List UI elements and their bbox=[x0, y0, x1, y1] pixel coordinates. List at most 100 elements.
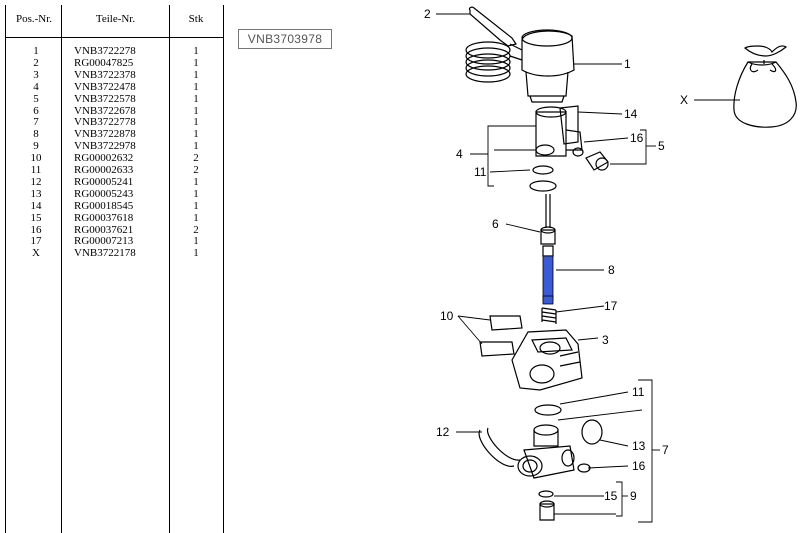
table-row: 6 VNB3722678 1 bbox=[6, 105, 223, 117]
callout-5: 5 bbox=[658, 139, 665, 153]
pos-cell: 17 bbox=[30, 235, 42, 248]
pos-cell: 4 bbox=[33, 80, 39, 93]
pos-cell: 9 bbox=[33, 140, 39, 153]
part-number-cell: RG00005241 bbox=[74, 175, 134, 188]
header-teile-nr: Teile-Nr. bbox=[95, 13, 136, 25]
table-row: 1 VNB3722278 1 bbox=[6, 45, 223, 57]
pos-cell: 7 bbox=[33, 116, 39, 129]
part-number-cell: VNB3722678 bbox=[74, 104, 136, 117]
pos-cell: 11 bbox=[30, 164, 42, 176]
part-number-cell: VNB3722278 bbox=[74, 45, 136, 57]
quantity-cell: 1 bbox=[193, 247, 199, 260]
part-number-cell: RG00005243 bbox=[74, 187, 134, 200]
drawing-number: VNB3703978 bbox=[238, 29, 332, 49]
quantity-cell: 1 bbox=[193, 45, 199, 57]
o-ring-part bbox=[581, 419, 603, 445]
callout-16: 16 bbox=[632, 459, 646, 473]
part-number-cell: VNB3722978 bbox=[74, 140, 136, 153]
coiled-pipe-part bbox=[465, 6, 517, 83]
callout-10: 10 bbox=[440, 309, 454, 323]
callout-17: 17 bbox=[604, 299, 618, 313]
header-divider bbox=[6, 37, 223, 38]
quantity-cell: 1 bbox=[193, 68, 199, 81]
pos-cell: 15 bbox=[30, 211, 42, 224]
pos-cell: X bbox=[32, 247, 40, 260]
column-divider bbox=[61, 5, 62, 533]
part-number-cell: VNB3722178 bbox=[74, 247, 136, 260]
callout-11: 11 bbox=[632, 385, 645, 399]
pos-cell: 5 bbox=[33, 92, 39, 105]
thermostat-head-part bbox=[509, 29, 575, 103]
quantity-cell: 1 bbox=[193, 187, 199, 200]
quantity-cell: 1 bbox=[193, 140, 199, 153]
pos-cell: 8 bbox=[33, 128, 39, 141]
quantity-cell: 1 bbox=[193, 235, 199, 248]
callout-15: 15 bbox=[604, 489, 618, 503]
pos-cell: 14 bbox=[30, 199, 42, 212]
header-pos: Pos.-Nr. bbox=[15, 13, 53, 25]
middle-valve-body-part bbox=[479, 315, 583, 391]
table-row: 5 VNB3722578 1 bbox=[6, 93, 223, 105]
part-number-cell: VNB3722578 bbox=[74, 92, 136, 105]
part-number-cell: RG00007213 bbox=[74, 235, 134, 248]
bottom-plug-part bbox=[539, 500, 555, 521]
callout-16: 16 bbox=[630, 131, 644, 145]
quantity-cell: 2 bbox=[193, 223, 199, 236]
callout-3: 3 bbox=[602, 333, 609, 347]
pos-cell: 1 bbox=[33, 45, 39, 57]
callout-8: 8 bbox=[608, 263, 615, 277]
pos-cell: 13 bbox=[30, 187, 42, 200]
quantity-cell: 1 bbox=[193, 92, 199, 105]
valve-pin-part bbox=[540, 194, 556, 257]
callout-6: 6 bbox=[492, 217, 499, 231]
o-ring-part bbox=[534, 404, 562, 416]
o-ring-part bbox=[532, 165, 554, 175]
quantity-cell: 1 bbox=[193, 175, 199, 188]
column-divider bbox=[169, 5, 170, 533]
callout-x: X bbox=[680, 93, 688, 107]
part-number-cell: RG00002632 bbox=[74, 152, 134, 165]
callout-13: 13 bbox=[632, 439, 646, 453]
callout-12: 12 bbox=[436, 425, 450, 439]
o-ring-part bbox=[529, 180, 557, 192]
table-row: 3 VNB3722378 1 bbox=[6, 69, 223, 81]
quantity-cell: 1 bbox=[193, 104, 199, 117]
table-row: 9 VNB3722978 1 bbox=[6, 140, 223, 152]
part-number-cell: RG00018545 bbox=[74, 199, 134, 212]
pos-cell: 10 bbox=[30, 152, 42, 165]
quantity-cell: 1 bbox=[193, 56, 199, 69]
part-number-cell: RG00002633 bbox=[74, 164, 134, 176]
part-number-cell: VNB3722378 bbox=[74, 68, 136, 81]
highlighted-valve-stem-part bbox=[542, 255, 554, 305]
part-number-cell: RG00037621 bbox=[74, 223, 134, 236]
pos-cell: 16 bbox=[30, 223, 42, 236]
callout-4: 4 bbox=[456, 147, 463, 161]
callout-2: 2 bbox=[424, 7, 431, 21]
part-number-cell: RG00047825 bbox=[74, 56, 134, 69]
callout-1: 1 bbox=[624, 57, 631, 71]
pos-cell: 12 bbox=[30, 175, 42, 188]
quantity-cell: 1 bbox=[193, 116, 199, 129]
part-number-cell: VNB3722778 bbox=[74, 116, 136, 129]
o-ring-part bbox=[538, 490, 554, 498]
lower-valve-body-part bbox=[478, 424, 575, 479]
quantity-cell: 1 bbox=[193, 80, 199, 93]
quantity-cell: 1 bbox=[193, 128, 199, 141]
table-row: 12 RG00005241 1 bbox=[6, 176, 223, 188]
table-row: X VNB3722178 1 bbox=[6, 247, 223, 259]
pos-cell: 3 bbox=[33, 68, 39, 81]
callout-11: 11 bbox=[474, 165, 487, 179]
table-row: 17 RG00007213 1 bbox=[6, 235, 223, 247]
quantity-cell: 2 bbox=[193, 164, 199, 176]
sack-icon bbox=[733, 45, 797, 128]
pos-cell: 6 bbox=[33, 104, 39, 117]
spring-part bbox=[541, 307, 557, 324]
table-row: 7 VNB3722778 1 bbox=[6, 116, 223, 128]
